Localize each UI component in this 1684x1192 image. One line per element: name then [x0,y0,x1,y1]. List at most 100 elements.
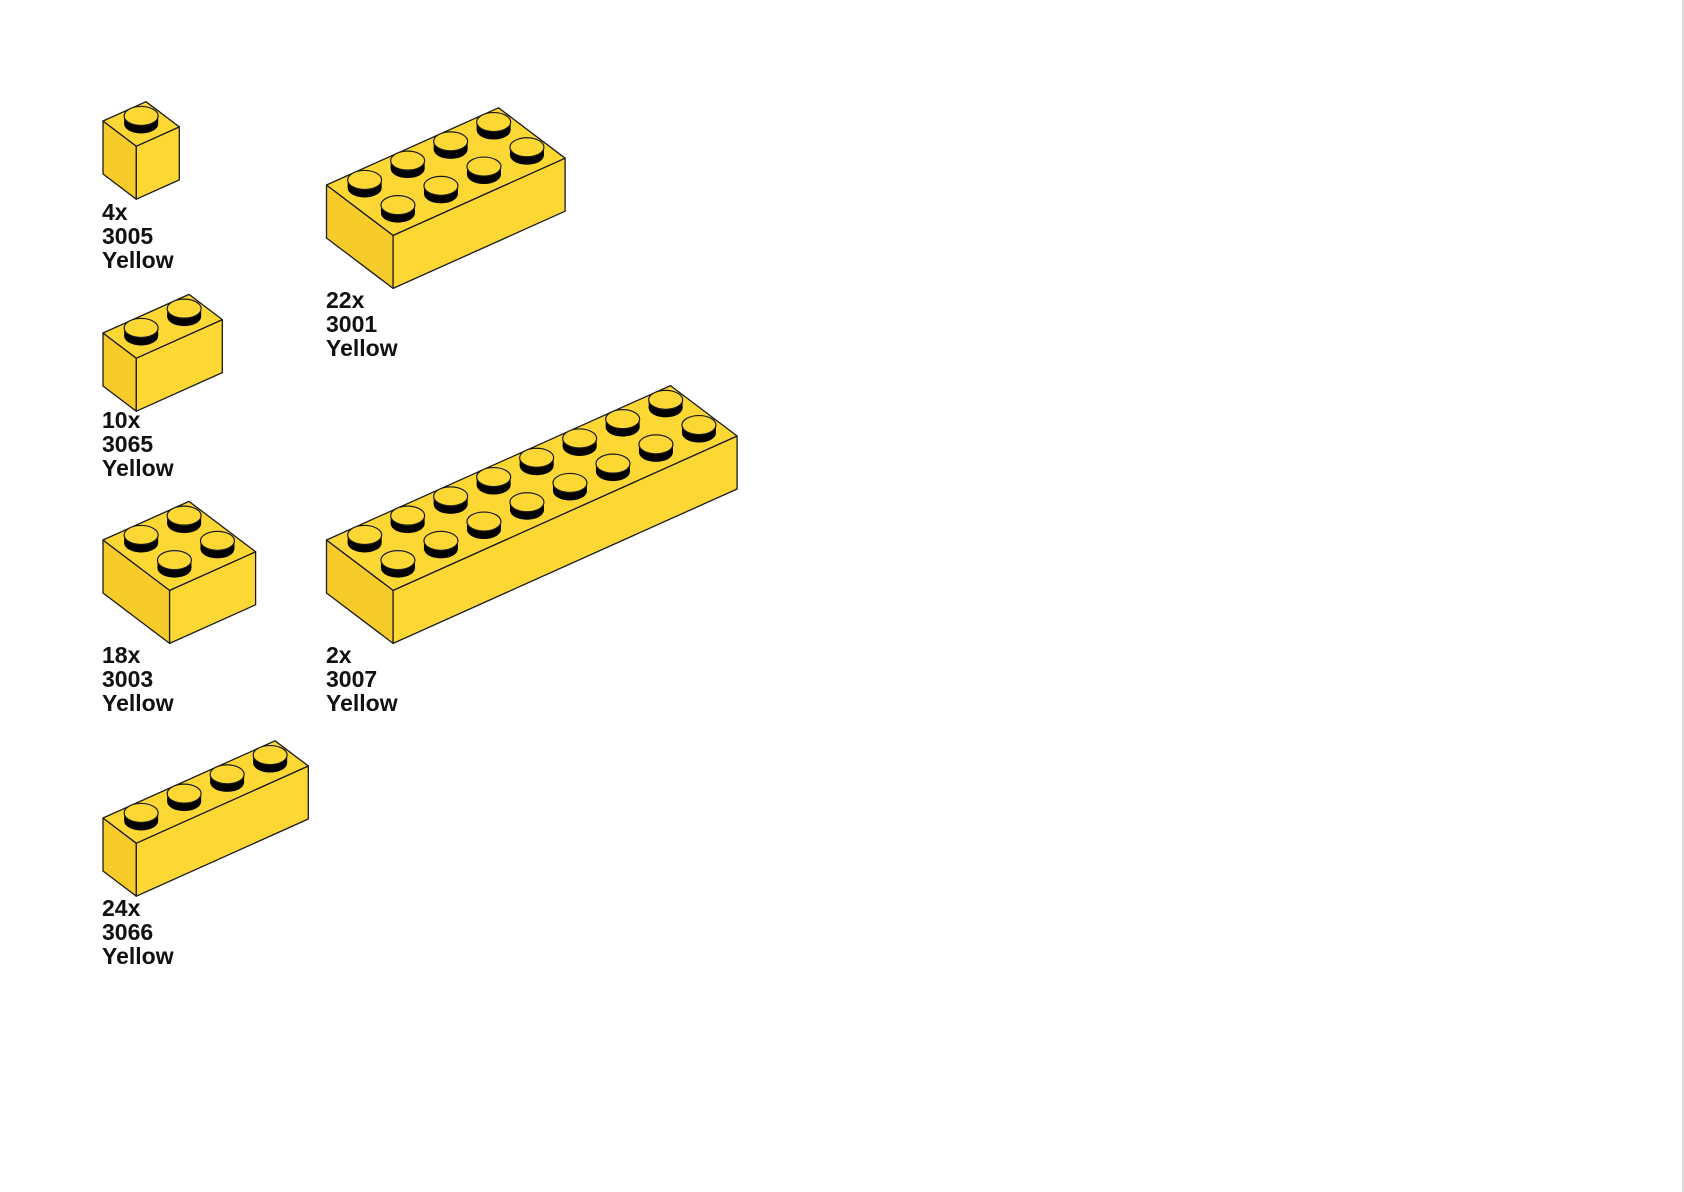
part-number: 3065 [102,431,154,457]
stud-top [123,105,159,127]
stud [209,764,245,792]
part-label: 22x 3001 Yellow [326,288,398,360]
part-number: 3005 [102,223,154,249]
brick-3001 [325,107,566,290]
stud-top [509,492,545,513]
stud-top [390,505,426,526]
stud [509,492,545,520]
stud-top [562,428,598,449]
part-color: Yellow [326,335,398,361]
stud-top [123,317,159,339]
stud-top [166,505,202,526]
stud-top [466,511,502,532]
stud [519,447,555,476]
stud-top [638,434,674,455]
brick-3066 [102,740,309,897]
stud-top [156,550,193,571]
stud-top [380,550,416,571]
stud [433,131,469,159]
stud-top [423,175,459,196]
stud [123,317,159,346]
part-label: 18x 3003 Yellow [102,643,174,715]
stud-top [433,131,469,152]
stud-top [199,530,236,551]
stud-top [347,524,383,546]
stud [123,802,159,831]
stud [605,409,641,437]
part-color: Yellow [102,247,174,273]
part-quantity: 24x [102,895,141,921]
stud-top [209,764,245,785]
stud-top [433,486,469,507]
brick-top-face [102,500,257,592]
stud [562,428,598,456]
stud-top [390,150,426,171]
stud [433,486,469,514]
stud [423,175,459,204]
part-quantity: 18x [102,642,141,668]
stud [123,105,159,134]
part-number: 3007 [326,666,378,692]
part-number: 3003 [102,666,154,692]
stud [476,466,512,495]
stud [252,744,288,773]
stud-top [123,524,159,546]
stud [390,505,426,534]
stud [648,389,684,418]
stud [156,550,193,578]
stud [123,524,159,553]
part-label: 24x 3066 Yellow [102,896,174,968]
part-label: 2x 3007 Yellow [326,643,398,715]
stud-top [476,111,512,133]
part-color: Yellow [102,690,174,716]
stud-top [347,169,383,191]
part-quantity: 22x [326,287,365,313]
stud [423,530,459,559]
stud-top [380,195,416,216]
stud-top [519,447,555,468]
stud [552,472,588,501]
stud-top [423,530,459,551]
stud [166,505,202,534]
stud-top [123,802,159,824]
stud-top [466,156,502,177]
stud [681,414,717,443]
part-label: 4x 3005 Yellow [102,200,174,272]
stud [476,111,512,140]
stud-top [166,783,202,804]
part-color: Yellow [326,690,398,716]
stud [466,511,502,540]
part-label: 10x 3065 Yellow [102,408,174,480]
brick-3003 [102,500,257,645]
part-quantity: 4x [102,199,128,225]
stud [199,530,236,559]
stud [347,524,383,553]
stud-top [552,472,588,494]
stud [390,150,426,179]
stud-top [605,409,641,430]
stud [166,298,202,327]
part-number: 3001 [326,311,378,337]
stud [380,195,416,223]
brick-3065 [102,293,223,412]
stud-top [476,466,512,488]
stud-top [166,298,202,319]
stud-top [252,744,288,766]
brick-3005 [102,101,180,200]
stud-top [681,414,717,436]
stud [380,550,416,578]
stud-top [595,453,631,474]
part-color: Yellow [102,943,174,969]
stud [166,783,202,812]
brick-3007 [325,384,738,645]
stud [595,453,631,482]
page-edge [1682,0,1684,1192]
part-quantity: 2x [326,642,352,668]
stud [466,156,502,185]
stud [638,434,674,462]
stud [509,137,545,165]
part-color: Yellow [102,455,174,481]
stud-top [648,389,684,410]
part-quantity: 10x [102,407,141,433]
